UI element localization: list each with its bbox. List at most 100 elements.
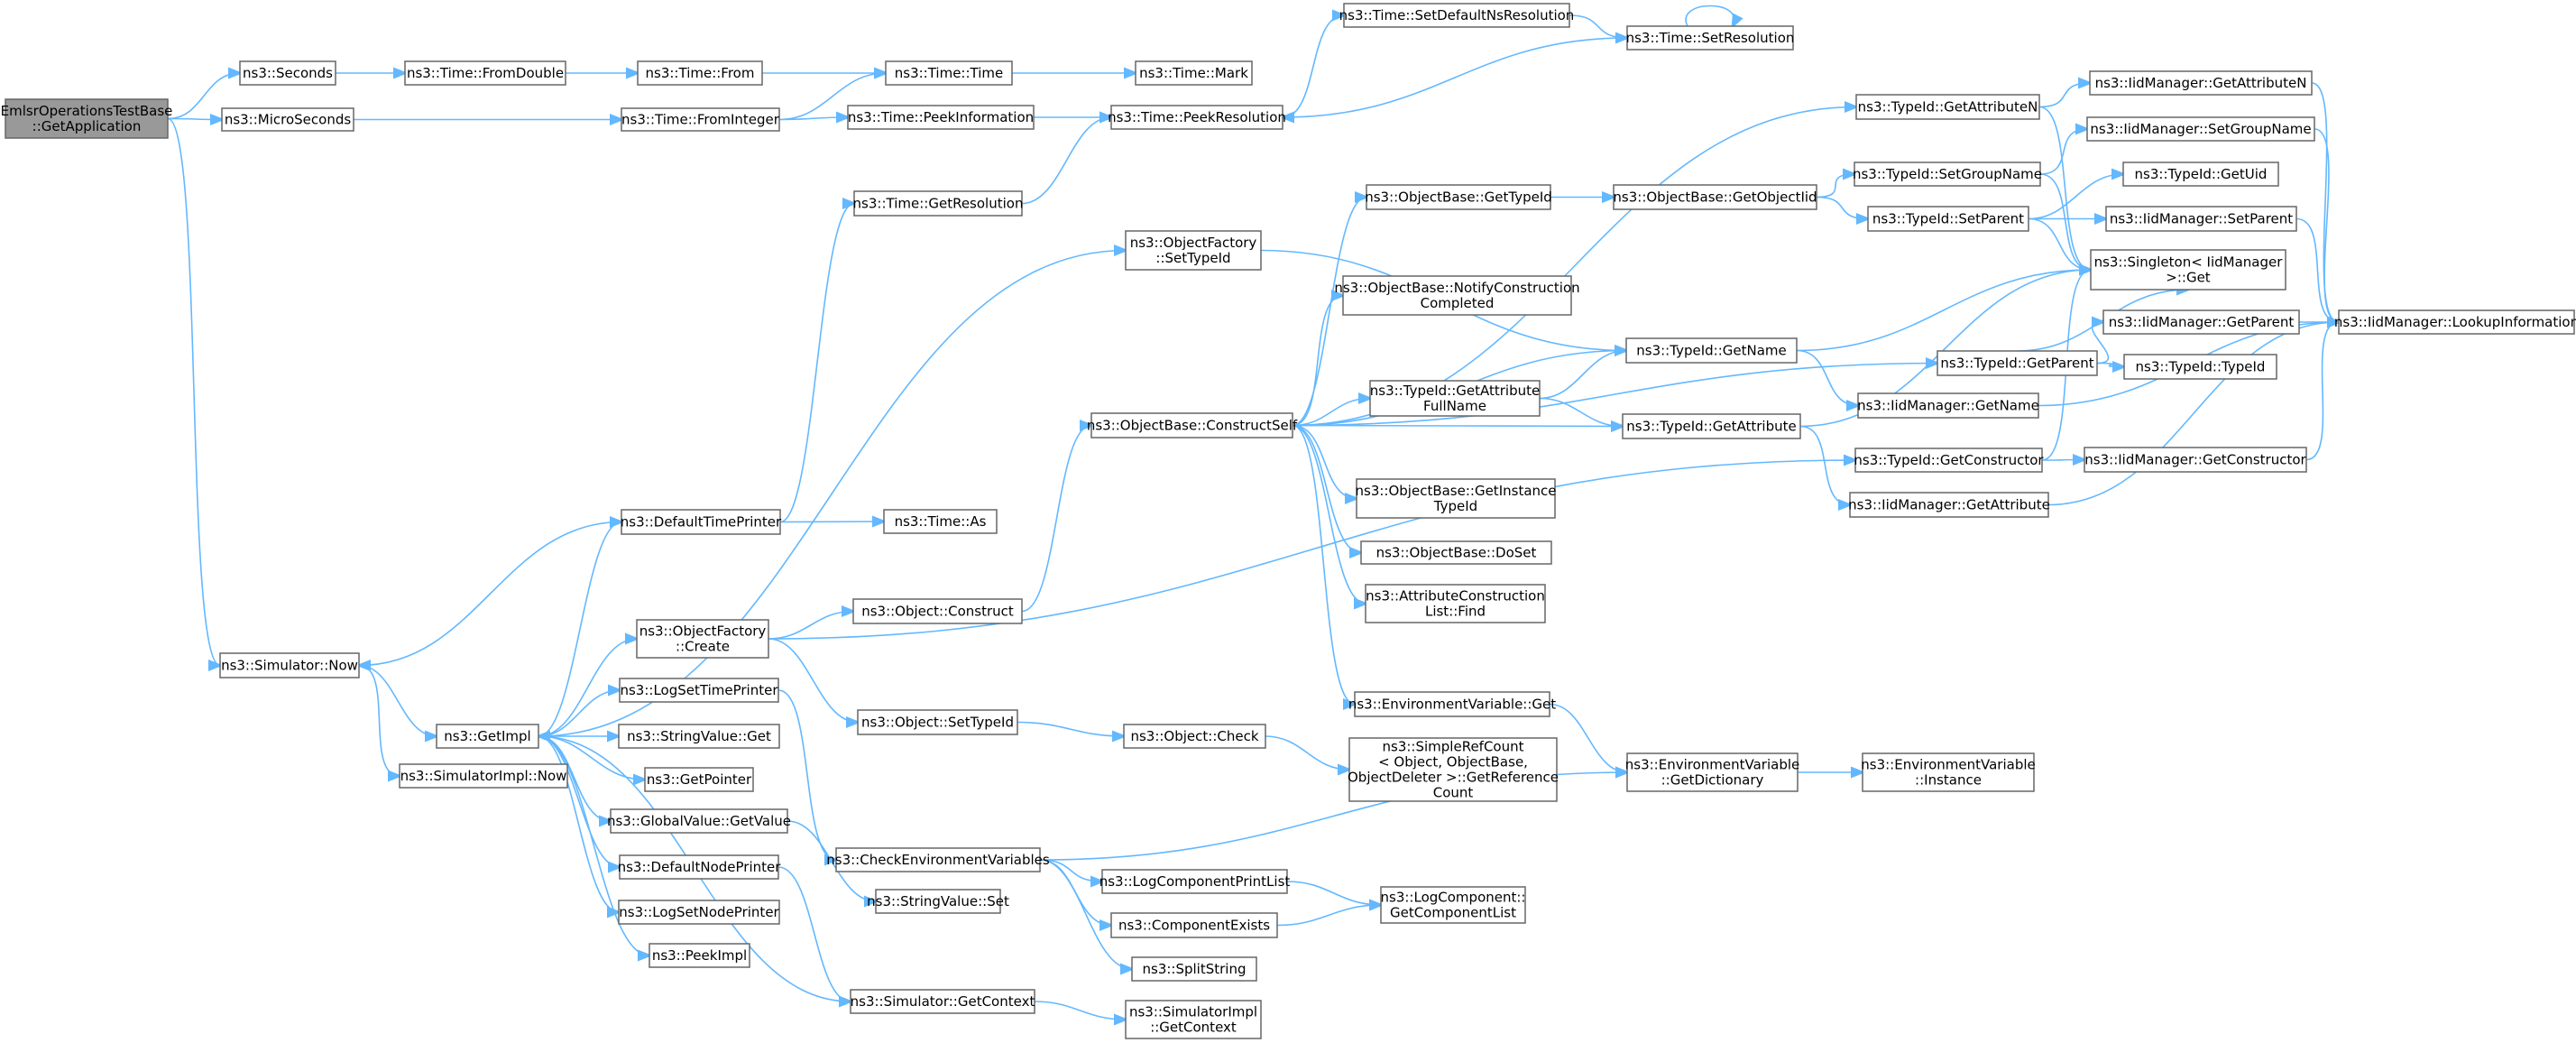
node-iid_setparent[interactable]: ns3::IidManager::SetParent bbox=[2105, 206, 2297, 232]
node-label: ns3::Time::GetResolution bbox=[853, 196, 1024, 212]
node-gv_getvalue[interactable]: ns3::GlobalValue::GetValue bbox=[607, 808, 791, 834]
node-strval_get[interactable]: ns3::StringValue::Get bbox=[618, 724, 780, 749]
node-objfac_settid[interactable]: ns3::ObjectFactory::SetTypeId bbox=[1125, 230, 1262, 271]
node-fromdouble[interactable]: ns3::Time::FromDouble bbox=[404, 60, 566, 86]
edge-tid_getname-to-singleton bbox=[1796, 270, 2091, 352]
node-label: ns3::DefaultNodePrinter bbox=[618, 859, 782, 875]
node-iid_getname[interactable]: ns3::IidManager::GetName bbox=[1857, 392, 2039, 419]
node-label: ns3::GetImpl bbox=[444, 728, 530, 744]
node-label: ns3::ObjectBase::GetInstance bbox=[1356, 483, 1557, 499]
node-iid_getctor[interactable]: ns3::IidManager::GetConstructor bbox=[2084, 447, 2307, 473]
node-time[interactable]: ns3::Time::Time bbox=[885, 60, 1013, 86]
node-label: ns3::Simulator::GetContext bbox=[851, 993, 1035, 1010]
node-time_as[interactable]: ns3::Time::As bbox=[883, 509, 998, 534]
node-from[interactable]: ns3::Time::From bbox=[637, 60, 763, 86]
node-setdefns[interactable]: ns3::Time::SetDefaultNsResolution bbox=[1339, 3, 1575, 28]
node-tid_getparent[interactable]: ns3::TypeId::GetParent bbox=[1937, 350, 2098, 376]
node-simimpl_now[interactable]: ns3::SimulatorImpl::Now bbox=[399, 763, 568, 789]
node-splitstring[interactable]: ns3::SplitString bbox=[1131, 956, 1257, 982]
edge-checkenv-to-logcompprint bbox=[1039, 859, 1102, 881]
node-singleton[interactable]: ns3::Singleton< IidManager>::Get bbox=[2090, 249, 2286, 291]
node-ob_construct[interactable]: ns3::ObjectBase::ConstructSelf bbox=[1087, 412, 1298, 438]
edge-obj_settid-to-obj_check bbox=[1017, 721, 1124, 737]
node-iid_setgroup[interactable]: ns3::IidManager::SetGroupName bbox=[2086, 116, 2315, 142]
node-label: ns3::Time::FromInteger bbox=[621, 112, 780, 128]
node-getres[interactable]: ns3::Time::GetResolution bbox=[853, 190, 1024, 217]
node-peekinfo[interactable]: ns3::Time::PeekInformation bbox=[847, 105, 1035, 130]
node-ob_getoiid[interactable]: ns3::ObjectBase::GetObjectIid bbox=[1613, 184, 1817, 210]
node-label: ns3::IidManager::GetParent bbox=[2109, 314, 2295, 330]
edge-root-to-sim_now bbox=[167, 117, 220, 666]
node-logcomp_getlist[interactable]: ns3::LogComponent::GetComponentList bbox=[1380, 886, 1526, 924]
node-defaulttp[interactable]: ns3::DefaultTimePrinter bbox=[621, 509, 782, 535]
node-root[interactable]: EmlsrOperationsTestBase::GetApplication bbox=[1, 98, 173, 139]
node-label: ns3::IidManager::GetConstructor bbox=[2084, 452, 2306, 468]
node-srefcount[interactable]: ns3::SimpleRefCount< Object, ObjectBase,… bbox=[1348, 737, 1559, 802]
edge-obj_construct-to-ob_construct bbox=[1021, 426, 1091, 613]
node-ob_doset[interactable]: ns3::ObjectBase::DoSet bbox=[1360, 540, 1552, 565]
edge-defaultnp-to-sim_getctx bbox=[777, 866, 851, 1001]
node-checkenv[interactable]: ns3::CheckEnvironmentVariables bbox=[826, 847, 1050, 872]
node-defaultnp[interactable]: ns3::DefaultNodePrinter bbox=[618, 854, 782, 880]
node-iid_getattrn[interactable]: ns3::IidManager::GetAttributeN bbox=[2089, 70, 2313, 96]
node-obj_settid[interactable]: ns3::Object::SetTypeId bbox=[857, 709, 1018, 735]
edge-tid_getparent-to-iid_getparent bbox=[2091, 322, 2110, 365]
edge-logsettp-to-checkenv bbox=[777, 689, 836, 860]
node-label: ns3::TypeId::GetParent bbox=[1940, 355, 2093, 372]
node-simimpl_getctx[interactable]: ns3::SimulatorImpl::GetContext bbox=[1125, 1000, 1262, 1039]
node-obj_check[interactable]: ns3::Object::Check bbox=[1123, 724, 1266, 749]
node-tid_getattrn[interactable]: ns3::TypeId::GetAttributeN bbox=[1855, 94, 2040, 120]
node-strval_set[interactable]: ns3::StringValue::Set bbox=[867, 889, 1009, 914]
node-tid_getname[interactable]: ns3::TypeId::GetName bbox=[1625, 337, 1798, 364]
node-peekimpl[interactable]: ns3::PeekImpl bbox=[649, 943, 750, 968]
node-sim_getctx[interactable]: ns3::Simulator::GetContext bbox=[850, 989, 1035, 1014]
node-label: ns3::EnvironmentVariable::Get bbox=[1348, 697, 1556, 713]
node-label: ns3::GlobalValue::GetValue bbox=[607, 813, 791, 829]
node-tid_setparent[interactable]: ns3::TypeId::SetParent bbox=[1867, 206, 2029, 232]
node-seconds[interactable]: ns3::Seconds bbox=[239, 60, 336, 86]
node-obj_construct[interactable]: ns3::Object::Construct bbox=[852, 598, 1023, 624]
node-logcompprint[interactable]: ns3::LogComponentPrintList bbox=[1099, 869, 1291, 894]
node-sim_now[interactable]: ns3::Simulator::Now bbox=[219, 652, 360, 678]
node-env_instance[interactable]: ns3::EnvironmentVariable::Instance bbox=[1861, 752, 2036, 792]
node-env_getdict[interactable]: ns3::EnvironmentVariable::GetDictionary bbox=[1625, 752, 1799, 792]
node-iid_getattr[interactable]: ns3::IidManager::GetAttribute bbox=[1848, 492, 2050, 518]
node-compexists[interactable]: ns3::ComponentExists bbox=[1110, 912, 1278, 938]
node-tid_typeid[interactable]: ns3::TypeId::TypeId bbox=[2123, 354, 2277, 380]
node-label: ns3::IidManager::SetGroupName bbox=[2090, 121, 2311, 137]
node-tid_getuid[interactable]: ns3::TypeId::GetUid bbox=[2122, 162, 2279, 187]
node-objfac_create[interactable]: ns3::ObjectFactory::Create bbox=[636, 619, 769, 659]
node-getimpl[interactable]: ns3::GetImpl bbox=[436, 724, 539, 749]
node-logsettp[interactable]: ns3::LogSetTimePrinter bbox=[619, 678, 779, 703]
node-microseconds[interactable]: ns3::MicroSeconds bbox=[221, 107, 354, 132]
node-env_get[interactable]: ns3::EnvironmentVariable::Get bbox=[1348, 691, 1556, 717]
node-ob_gettid[interactable]: ns3::ObjectBase::GetTypeId bbox=[1365, 184, 1552, 210]
node-iid_getparent[interactable]: ns3::IidManager::GetParent bbox=[2102, 309, 2300, 335]
edge-tid_getattrfull-to-tid_getname bbox=[1539, 351, 1626, 400]
node-ob_notify[interactable]: ns3::ObjectBase::NotifyConstructionCompl… bbox=[1334, 275, 1580, 316]
node-label: Count bbox=[1433, 785, 1474, 801]
node-tid_setgroup[interactable]: ns3::TypeId::SetGroupName bbox=[1853, 162, 2042, 187]
node-label: ::Instance bbox=[1915, 772, 1982, 789]
edge-getimpl-to-defaultnp bbox=[538, 735, 620, 867]
node-label: ns3::DefaultTimePrinter bbox=[621, 514, 782, 531]
node-mark[interactable]: ns3::Time::Mark bbox=[1135, 60, 1253, 86]
edge-obj_check-to-srefcount bbox=[1265, 735, 1349, 770]
edge-logcompprint-to-logcomp_getlist bbox=[1286, 881, 1381, 905]
node-tid_getctor[interactable]: ns3::TypeId::GetConstructor bbox=[1854, 448, 2044, 473]
node-peekres[interactable]: ns3::Time::PeekResolution bbox=[1108, 105, 1286, 130]
node-tid_getattr[interactable]: ns3::TypeId::GetAttribute bbox=[1622, 413, 1801, 439]
node-getpointer[interactable]: ns3::GetPointer bbox=[644, 767, 754, 792]
node-label: ::GetContext bbox=[1150, 1020, 1237, 1036]
edge-ob_construct-to-tid_getattrn bbox=[1292, 107, 1856, 427]
node-fromint[interactable]: ns3::Time::FromInteger bbox=[621, 107, 780, 132]
node-label: ns3::IidManager::LookupInformation bbox=[2334, 314, 2576, 330]
node-label: ns3::Simulator::Now bbox=[221, 658, 358, 674]
node-iid_lookup[interactable]: ns3::IidManager::LookupInformation bbox=[2334, 309, 2576, 335]
node-setres[interactable]: ns3::Time::SetResolution bbox=[1626, 25, 1795, 51]
edge-env_get-to-env_getdict bbox=[1549, 703, 1627, 773]
node-logsetnp[interactable]: ns3::LogSetNodePrinter bbox=[618, 900, 780, 925]
